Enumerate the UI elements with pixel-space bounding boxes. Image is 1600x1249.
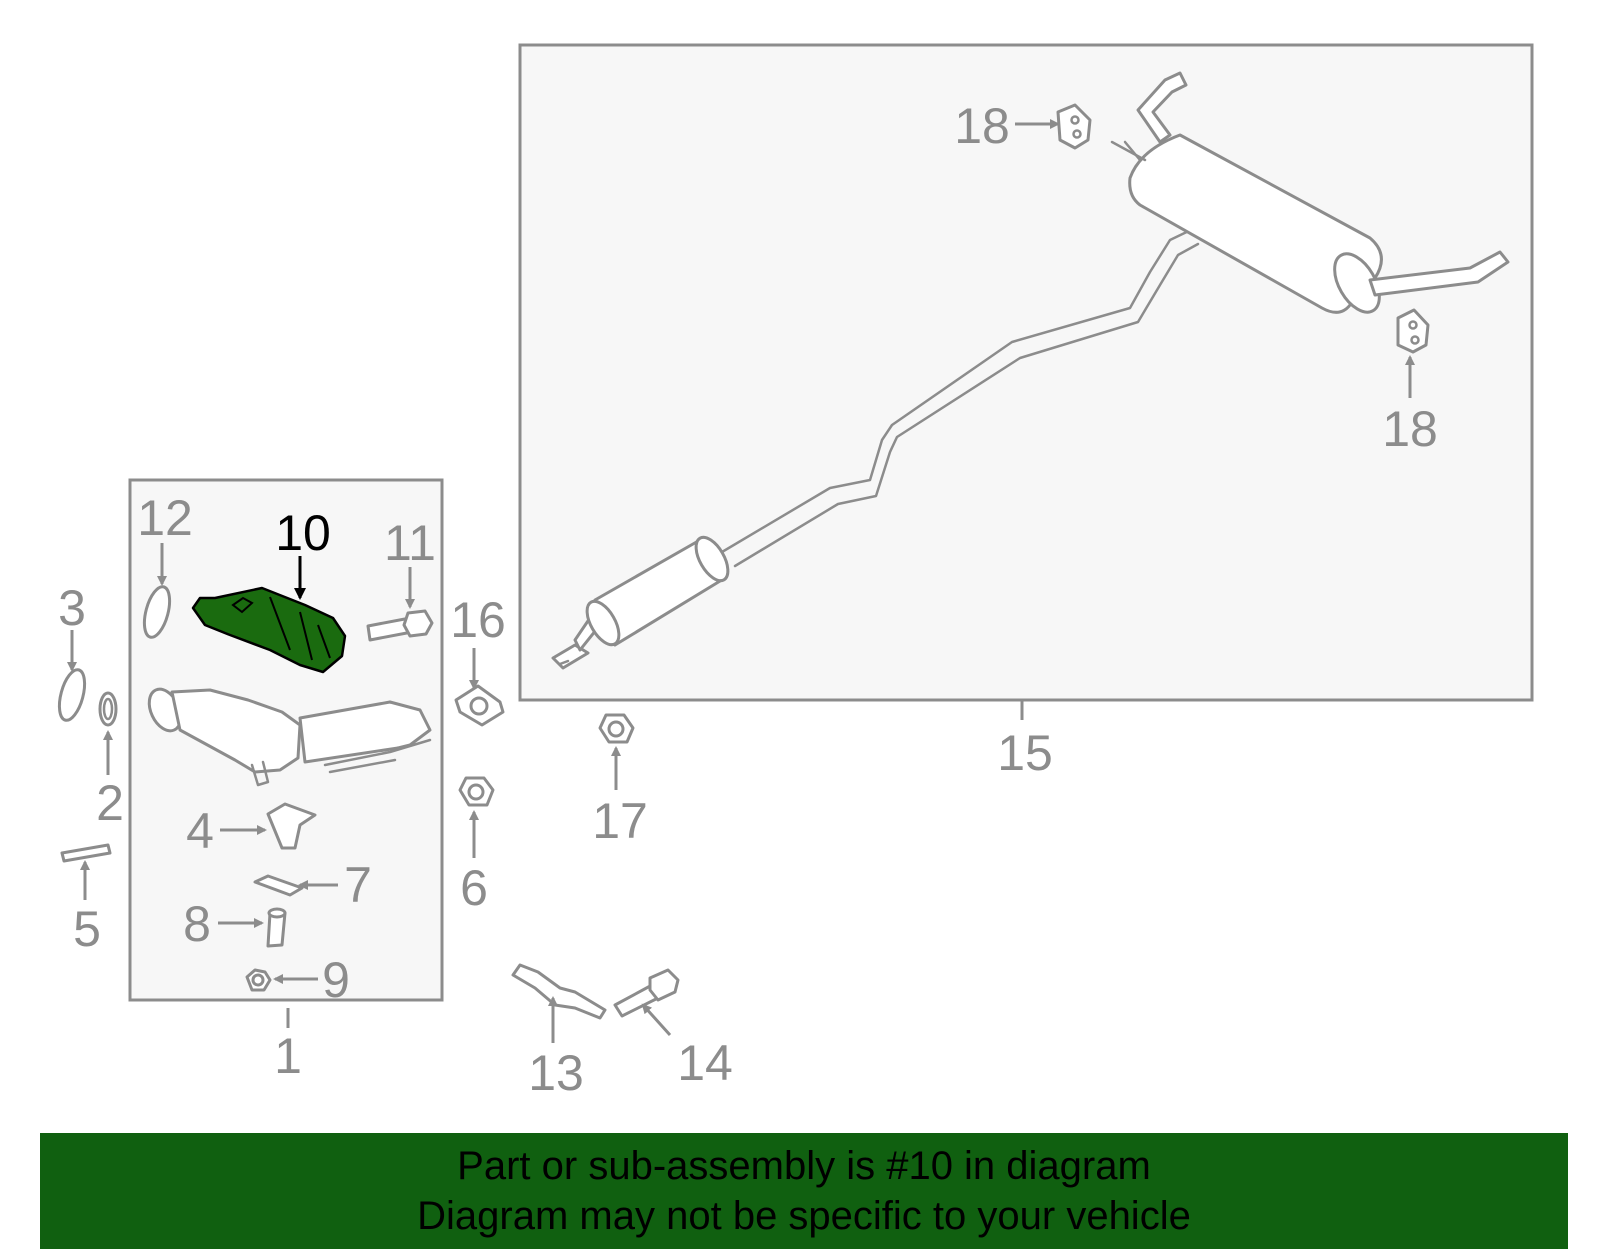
label-16: 16 [450,592,506,648]
nut-part-17[interactable] [598,713,635,744]
label-18-bottom: 18 [1382,401,1438,457]
exhaust-pipe[interactable] [551,226,1200,670]
leader-lines [67,119,1415,1043]
label-2: 2 [96,775,124,831]
bracket-part-4[interactable] [266,802,317,850]
label-15: 15 [997,725,1053,781]
part-labels: 1 2 3 4 5 6 7 8 9 10 11 12 13 14 15 16 1… [58,98,1438,1101]
banner-line-1: Part or sub-assembly is #10 in diagram [457,1144,1151,1188]
nut-part-6[interactable] [458,776,495,807]
stud-part-8[interactable] [266,907,287,948]
label-11: 11 [384,515,436,571]
label-3: 3 [58,580,86,636]
bolt-part-14[interactable] [613,968,680,1018]
info-banner: Part or sub-assembly is #10 in diagram D… [40,1133,1568,1249]
label-4: 4 [186,803,214,859]
label-12: 12 [137,490,193,546]
label-13: 13 [528,1045,584,1101]
muffler-assembly-group [518,43,1534,702]
hanger-part-18-bottom[interactable] [1396,308,1430,354]
clamp-part-12[interactable] [140,584,175,640]
catalytic-converter[interactable] [143,684,432,787]
label-7: 7 [344,857,372,913]
label-8: 8 [183,896,211,952]
label-18-top: 18 [954,98,1010,154]
flange-gasket-part-16[interactable] [454,684,505,727]
label-9: 9 [322,952,350,1008]
banner-line-2: Diagram may not be specific to your vehi… [417,1194,1191,1238]
bracket-part-13[interactable] [511,963,607,1020]
label-17: 17 [592,793,648,849]
bolt-part-11[interactable] [366,609,434,642]
converter-assembly-group [128,478,444,1002]
label-6: 6 [460,860,488,916]
gasket-ring-part-2[interactable] [98,691,118,727]
nut-part-9[interactable] [245,968,272,992]
hanger-part-18-top[interactable] [1056,103,1092,150]
clamp-part-3[interactable] [55,667,90,723]
label-14: 14 [677,1035,733,1091]
heat-shield-part-10[interactable] [191,586,347,674]
label-5: 5 [73,901,101,957]
rear-muffler[interactable] [1110,71,1510,320]
pin-part-5[interactable] [60,843,112,863]
label-10-highlighted: 10 [275,505,331,561]
label-1: 1 [274,1028,302,1084]
